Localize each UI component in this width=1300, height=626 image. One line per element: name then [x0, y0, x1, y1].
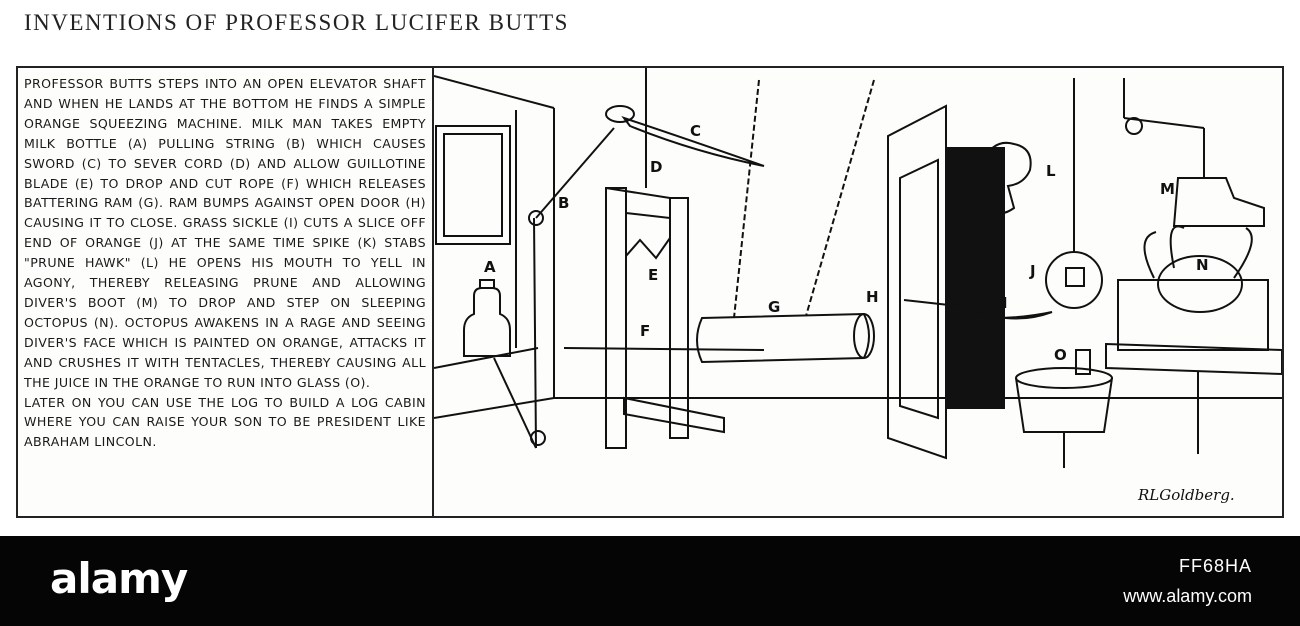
- door-panel: [899, 158, 939, 420]
- divers-boot-icon: [1172, 177, 1265, 227]
- string-b: [533, 217, 537, 449]
- window-pane: [443, 133, 503, 237]
- shelf: [434, 347, 539, 369]
- doorway: [947, 147, 1005, 409]
- window: [435, 125, 511, 245]
- guillotine-right-post: [669, 197, 689, 439]
- label-f: F: [640, 322, 650, 340]
- sword-hilt: [605, 105, 635, 123]
- octopus-icon: [1157, 255, 1243, 313]
- guillotine-left-post: [605, 187, 627, 449]
- grass-sickle-icon: [973, 309, 1053, 320]
- rope-f: [563, 347, 765, 351]
- label-g: G: [768, 298, 780, 316]
- battering-ram-log-icon: [696, 312, 870, 364]
- guillotine-base: [623, 396, 725, 434]
- prune-hawk-icon: [980, 141, 1032, 214]
- story-paragraph-1: Professor Butts steps into an open eleva…: [24, 76, 426, 390]
- string-to-bottle: [493, 357, 537, 449]
- door: [887, 104, 947, 460]
- machine-illustration: A B C D E F G H I J K L M N O RLGoldberg…: [434, 68, 1282, 516]
- comic-panel: Professor Butts steps into an open eleva…: [16, 66, 1284, 518]
- chain-left: [733, 79, 760, 319]
- label-c: C: [690, 122, 701, 140]
- comic-title: INVENTIONS OF PROFESSOR LUCIFER BUTTS: [24, 10, 569, 35]
- bottle-cap: [479, 279, 495, 289]
- boot-arm: [1123, 117, 1205, 129]
- story-text: Professor Butts steps into an open eleva…: [24, 74, 426, 452]
- guillotine-top: [605, 187, 671, 199]
- label-b: B: [558, 194, 569, 212]
- label-h: H: [866, 288, 879, 306]
- chain-right: [805, 79, 875, 317]
- label-m: M: [1160, 180, 1175, 198]
- label-e: E: [648, 266, 658, 284]
- octopus-tentacles: [1143, 225, 1253, 279]
- label-a: A: [484, 258, 496, 276]
- milk-bottle-icon: [463, 287, 511, 357]
- site-url: www.alamy.com: [1123, 586, 1252, 606]
- label-d: D: [650, 158, 662, 176]
- watermark-bar: alamy FF68HA www.alamy.com: [0, 536, 1300, 626]
- story-text-panel: Professor Butts steps into an open eleva…: [18, 68, 434, 516]
- image-id: FF68HA: [1178, 556, 1252, 576]
- octopus-tank: [1117, 279, 1269, 351]
- small-table: [1015, 367, 1113, 389]
- log-end: [853, 313, 875, 359]
- label-j: J: [1029, 262, 1036, 280]
- pulley-b-icon: [528, 210, 544, 226]
- orange-icon: [1045, 251, 1103, 309]
- sword-icon: [621, 116, 765, 167]
- painted-face: [1065, 267, 1085, 287]
- story-paragraph-2: Later on you can use the log to build a …: [24, 394, 426, 450]
- guillotine-blade-icon: [625, 211, 671, 260]
- glass-icon: [1075, 349, 1091, 375]
- ceiling-line: [434, 75, 555, 109]
- label-o: O: [1054, 346, 1067, 364]
- boot-pulley-icon: [1125, 117, 1143, 135]
- floor-line: [434, 397, 555, 419]
- machine-drawing: A B C D E F G H I J K L M N O RLGoldberg…: [434, 68, 1282, 504]
- label-l: L: [1046, 162, 1056, 180]
- floor-pulley-icon: [530, 430, 546, 446]
- string-to-sword: [535, 127, 615, 219]
- label-n: N: [1196, 256, 1209, 274]
- sickle-handle: [903, 299, 995, 311]
- label-i: I: [1002, 294, 1008, 312]
- alamy-logo: alamy: [50, 554, 188, 603]
- label-k: K: [960, 180, 973, 198]
- tank-table: [1105, 342, 1282, 376]
- artist-signature: RLGoldberg.: [1137, 486, 1235, 504]
